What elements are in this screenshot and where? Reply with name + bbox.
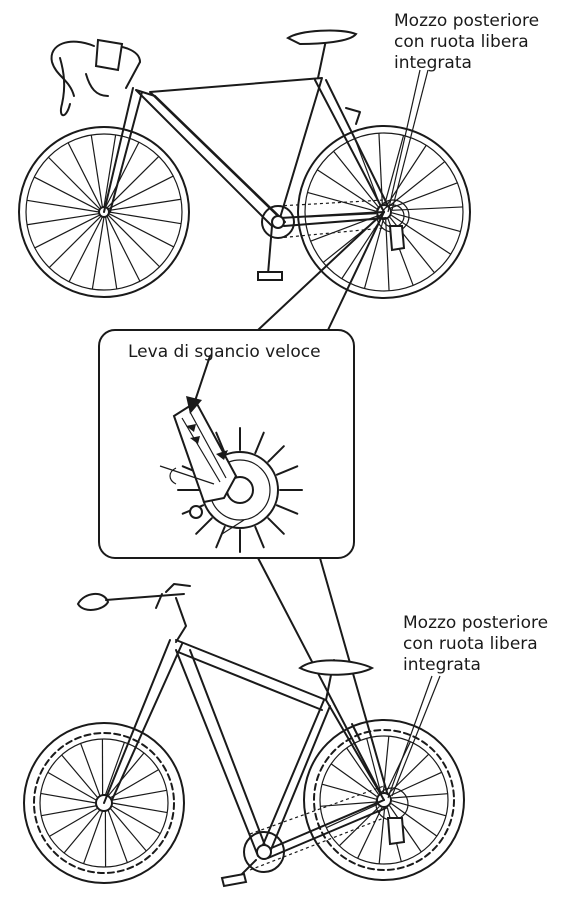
mtb-handlebar bbox=[78, 584, 190, 642]
spoke bbox=[106, 217, 117, 289]
spoke bbox=[383, 736, 388, 792]
spoke bbox=[27, 214, 99, 225]
spoke bbox=[107, 216, 140, 281]
spoke bbox=[347, 748, 379, 794]
spoke bbox=[48, 157, 99, 209]
callout-box bbox=[99, 212, 388, 800]
spoke bbox=[35, 215, 100, 248]
spoke bbox=[109, 212, 181, 224]
spoke bbox=[68, 143, 101, 208]
spoke bbox=[392, 801, 446, 816]
mtb-saddle bbox=[300, 660, 372, 674]
top-hub-label: Mozzo posteriore con ruota libera integr… bbox=[394, 11, 539, 74]
spoke bbox=[27, 200, 99, 212]
mountain-bike bbox=[24, 584, 464, 886]
bottom-hub-label: Mozzo posteriore con ruota libera integr… bbox=[403, 613, 548, 676]
spoke bbox=[34, 177, 99, 210]
mtb-rear-brake bbox=[352, 724, 360, 740]
spoke bbox=[91, 135, 102, 207]
spoke bbox=[108, 215, 159, 267]
top-hub-leader bbox=[388, 70, 420, 212]
spoke bbox=[69, 217, 102, 282]
quick-release-label: Leva di sgancio veloce bbox=[128, 342, 321, 363]
spoke bbox=[322, 784, 376, 799]
spoke bbox=[92, 217, 104, 289]
road-frame bbox=[104, 40, 388, 226]
spoke bbox=[320, 802, 376, 806]
spoke bbox=[49, 216, 101, 267]
road-saddle bbox=[288, 31, 356, 44]
spoke bbox=[109, 199, 181, 210]
spoke bbox=[392, 794, 448, 798]
spoke bbox=[391, 183, 458, 208]
road-rear-brake bbox=[346, 108, 360, 124]
spoke bbox=[106, 142, 139, 207]
spoke bbox=[109, 214, 174, 247]
road-handlebar bbox=[52, 40, 140, 115]
